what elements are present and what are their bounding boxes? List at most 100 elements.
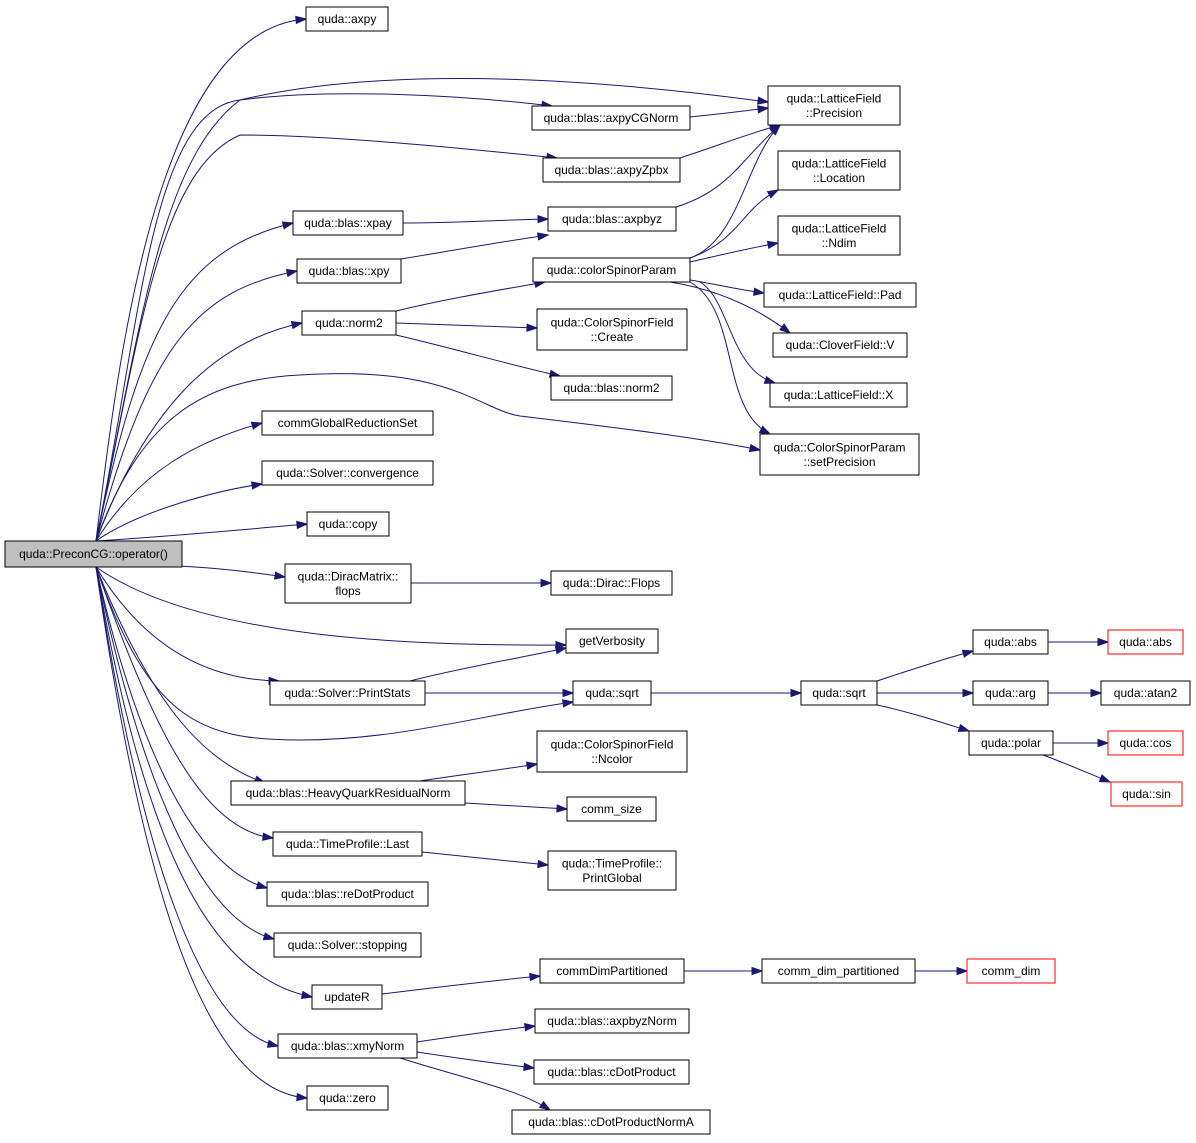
- node-lf_x[interactable]: quda::LatticeField::X: [769, 382, 908, 408]
- arrowhead: [763, 375, 777, 384]
- node-label: quda::blas::norm2: [563, 381, 659, 395]
- arrowhead: [766, 189, 780, 199]
- node-label: quda::blas::axpyCGNorm: [544, 111, 679, 125]
- node-lf_ndim[interactable]: quda::LatticeField::Ndim: [777, 215, 901, 256]
- node-label: quda::ColorSpinorParam: [773, 440, 905, 454]
- node-atan2[interactable]: quda::atan2: [1100, 680, 1191, 706]
- edge-root-to-commGRS: [95, 421, 264, 542]
- node-label: quda::blas::xmyNorm: [291, 1039, 404, 1053]
- node-commDimPart[interactable]: commDimPartitioned: [539, 958, 685, 984]
- node-comm_dim_part[interactable]: comm_dim_partitioned: [761, 958, 916, 984]
- node-label: commGlobalReductionSet: [278, 416, 418, 430]
- node-commGRS[interactable]: commGlobalReductionSet: [261, 410, 434, 436]
- arrowhead: [957, 723, 971, 732]
- node-tp_printGlobal[interactable]: quda::TimeProfile::PrintGlobal: [547, 850, 677, 891]
- edge-line: [95, 566, 574, 741]
- node-lf_pad[interactable]: quda::LatticeField::Pad: [763, 282, 917, 308]
- node-label: quda::TimeProfile::Last: [286, 837, 410, 851]
- edge-line: [395, 281, 546, 312]
- node-hqrn[interactable]: quda::blas::HeavyQuarkResidualNorm: [230, 780, 466, 806]
- node-dm_flops[interactable]: quda::DiracMatrix::flops: [284, 563, 412, 604]
- edge-line: [95, 483, 263, 542]
- arrowhead: [540, 578, 553, 588]
- arrowhead: [1097, 637, 1110, 647]
- node-label: quda::Solver::PrintStats: [284, 686, 410, 700]
- node-label: quda::sin: [1122, 787, 1171, 801]
- edge-line: [95, 566, 274, 839]
- node-norm2[interactable]: quda::norm2: [301, 310, 397, 336]
- node-axpyZpbx[interactable]: quda::blas::axpyZpbx: [542, 157, 681, 183]
- node-axpbyz[interactable]: quda::blas::axpbyz: [547, 206, 677, 232]
- edge-root-to-stopping: [95, 566, 276, 941]
- node-lf_location[interactable]: quda::LatticeField::Location: [777, 150, 901, 191]
- arrowhead: [250, 421, 264, 430]
- edge-root-to-copy: [95, 520, 309, 542]
- node-box: [261, 410, 434, 436]
- node-printStats[interactable]: quda::Solver::PrintStats: [269, 680, 426, 706]
- edge-line: [95, 523, 308, 542]
- node-dirac_flops[interactable]: quda::Dirac::Flops: [550, 570, 673, 596]
- node-axpy[interactable]: quda::axpy: [305, 6, 389, 32]
- node-xpy[interactable]: quda::blas::xpy: [296, 258, 402, 284]
- node-box: [284, 563, 412, 604]
- node-box: [1110, 781, 1183, 807]
- node-abs2[interactable]: quda::abs: [1107, 629, 1184, 655]
- edge-line: [95, 566, 567, 646]
- node-csp_setPrecision[interactable]: quda::ColorSpinorParam::setPrecision: [759, 433, 920, 476]
- node-box: [772, 332, 908, 358]
- arrowhead: [554, 646, 568, 655]
- arrowhead: [766, 240, 780, 250]
- node-label: quda::blas::xpy: [309, 264, 390, 278]
- node-abs[interactable]: quda::abs: [972, 629, 1049, 655]
- node-cDotProduct[interactable]: quda::blas::cDotProduct: [533, 1059, 690, 1085]
- edge-line: [400, 234, 549, 260]
- node-copy[interactable]: quda::copy: [306, 511, 390, 537]
- node-reDotProduct[interactable]: quda::blas::reDotProduct: [266, 881, 429, 907]
- node-axpyCGNorm[interactable]: quda::blas::axpyCGNorm: [531, 105, 691, 131]
- node-box: [534, 1008, 690, 1034]
- node-comm_size[interactable]: comm_size: [566, 796, 657, 822]
- node-cDotProductNormA[interactable]: quda::blas::cDotProductNormA: [511, 1109, 711, 1135]
- node-box: [547, 850, 677, 891]
- arrowhead: [562, 688, 575, 698]
- node-getVerbosity[interactable]: getVerbosity: [565, 628, 659, 654]
- node-lf_precision[interactable]: quda::LatticeField::Precision: [767, 85, 901, 126]
- node-root[interactable]: quda::PreconCG::operator(): [4, 540, 183, 568]
- node-stopping[interactable]: quda::Solver::stopping: [273, 932, 422, 958]
- node-box: [550, 570, 673, 596]
- node-cos[interactable]: quda::cos: [1107, 730, 1184, 756]
- node-box: [763, 282, 917, 308]
- node-blas_norm2[interactable]: quda::blas::norm2: [550, 375, 673, 401]
- node-xmyNorm[interactable]: quda::blas::xmyNorm: [277, 1033, 418, 1059]
- edge-hqrn-to-comm_size: [464, 802, 569, 813]
- node-csf_ncolor[interactable]: quda::ColorSpinorField::Ncolor: [536, 730, 688, 773]
- node-label: quda::polar: [981, 736, 1041, 750]
- node-sin[interactable]: quda::sin: [1110, 781, 1183, 807]
- node-cf_v[interactable]: quda::CloverField::V: [772, 332, 908, 358]
- node-sqrt2[interactable]: quda::sqrt: [800, 680, 878, 706]
- edge-axpyCGNorm-to-lf_precision: [689, 105, 770, 118]
- node-csf_create[interactable]: quda::ColorSpinorField::Create: [536, 308, 688, 351]
- node-polar[interactable]: quda::polar: [968, 730, 1054, 756]
- node-label: getVerbosity: [579, 634, 645, 648]
- node-convergence[interactable]: quda::Solver::convergence: [261, 460, 434, 486]
- node-colorSpinorParam[interactable]: quda::colorSpinorParam: [532, 257, 691, 283]
- node-tp_last[interactable]: quda::TimeProfile::Last: [272, 831, 423, 857]
- node-arg[interactable]: quda::arg: [972, 680, 1049, 706]
- edge-sqrt2-to-polar: [876, 704, 971, 732]
- node-box: [972, 629, 1049, 655]
- edge-line: [95, 566, 313, 998]
- arrowhead: [525, 761, 539, 770]
- edge-root-to-axpy: [95, 15, 308, 542]
- edge-root-to-dm_flops: [176, 565, 287, 580]
- node-sqrt1[interactable]: quda::sqrt: [572, 680, 652, 706]
- node-xpay[interactable]: quda::blas::xpay: [292, 210, 404, 236]
- arrowhead: [296, 520, 309, 530]
- node-axpbyzNorm[interactable]: quda::blas::axpbyzNorm: [534, 1008, 690, 1034]
- edge-axpyZpbx-to-lf_precision: [679, 123, 782, 159]
- node-label: quda::ColorSpinorField: [551, 315, 674, 329]
- node-zero[interactable]: quda::zero: [306, 1085, 389, 1111]
- node-updateR[interactable]: updateR: [311, 984, 383, 1010]
- arrowhead: [296, 1092, 309, 1102]
- node-comm_dim[interactable]: comm_dim: [966, 958, 1056, 984]
